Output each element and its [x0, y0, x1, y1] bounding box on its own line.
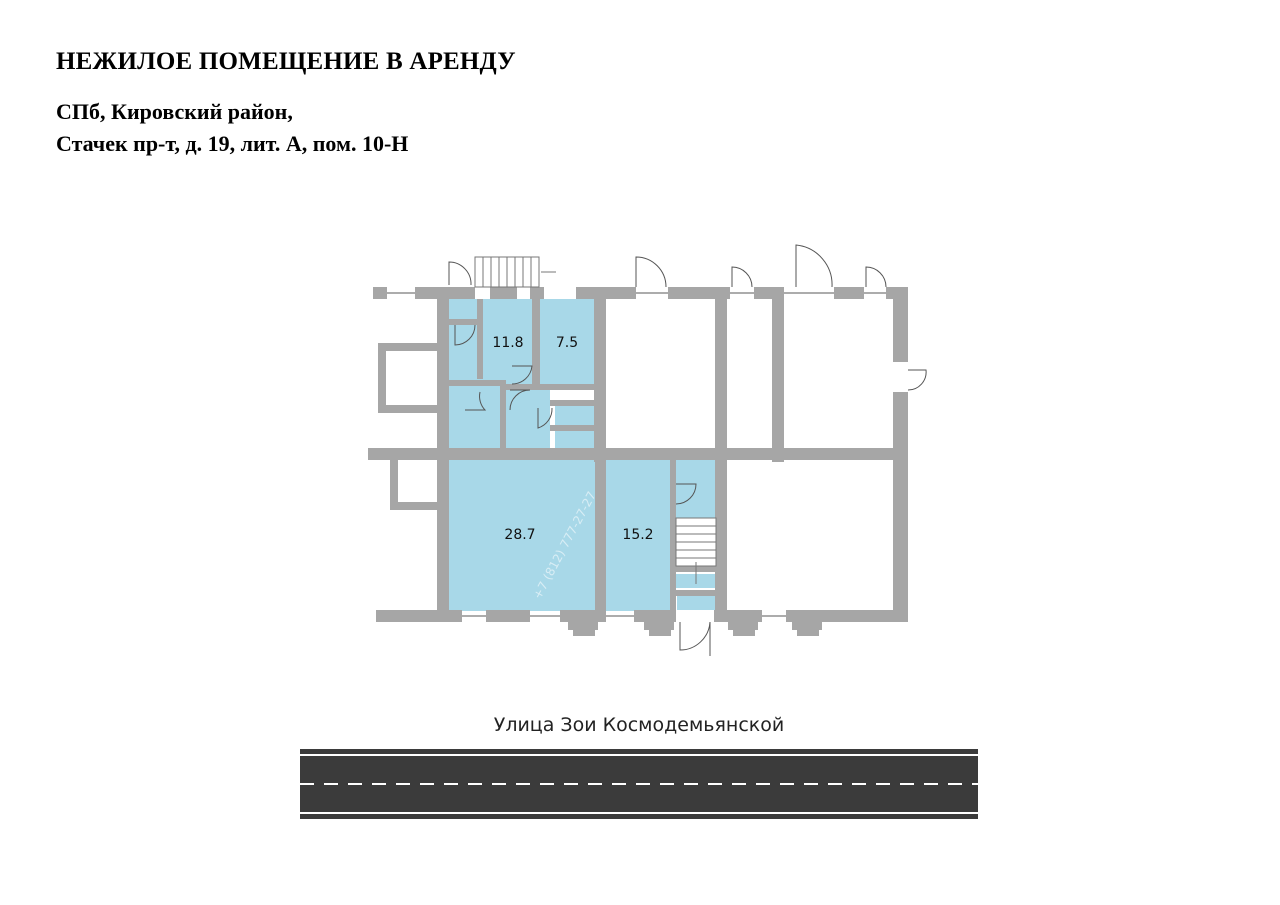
- stairs-top: [474, 256, 556, 288]
- room-4-label: 15.2: [622, 527, 653, 543]
- walls: [368, 287, 908, 636]
- stairs-inner: [675, 517, 717, 584]
- room-vestibule-fill: [675, 574, 715, 588]
- road: [300, 749, 978, 819]
- room-labels: 11.8 7.5 28.7 15.2: [492, 335, 653, 543]
- header: НЕЖИЛОЕ ПОМЕЩЕНИЕ В АРЕНДУ СПб, Кировски…: [56, 48, 516, 160]
- road-edge-bottom: [300, 812, 978, 814]
- doors: [448, 244, 927, 656]
- room-wc-2-fill: [555, 430, 595, 448]
- room-4-fill: [606, 460, 670, 611]
- room-2-fill: [540, 299, 594, 387]
- room-3-label: 28.7: [504, 527, 535, 543]
- room-2-label: 7.5: [556, 335, 578, 351]
- road-edge-top: [300, 754, 978, 756]
- room-corridor-fill: [506, 390, 550, 448]
- page-title: НЕЖИЛОЕ ПОМЕЩЕНИЕ В АРЕНДУ: [56, 48, 516, 75]
- room-3-fill: [449, 460, 595, 611]
- address-line-2: Стачек пр-т, д. 19, лит. А, пом. 10-Н: [56, 131, 409, 156]
- street-name: Улица Зои Космодемьянской: [493, 714, 785, 736]
- room-1-label: 11.8: [492, 335, 523, 351]
- highlighted-rooms: [449, 299, 715, 611]
- windows: [387, 292, 886, 617]
- room-wc-1-fill: [555, 406, 595, 426]
- room-entrance-fill: [677, 596, 715, 610]
- address-line-1: СПб, Кировский район,: [56, 99, 293, 124]
